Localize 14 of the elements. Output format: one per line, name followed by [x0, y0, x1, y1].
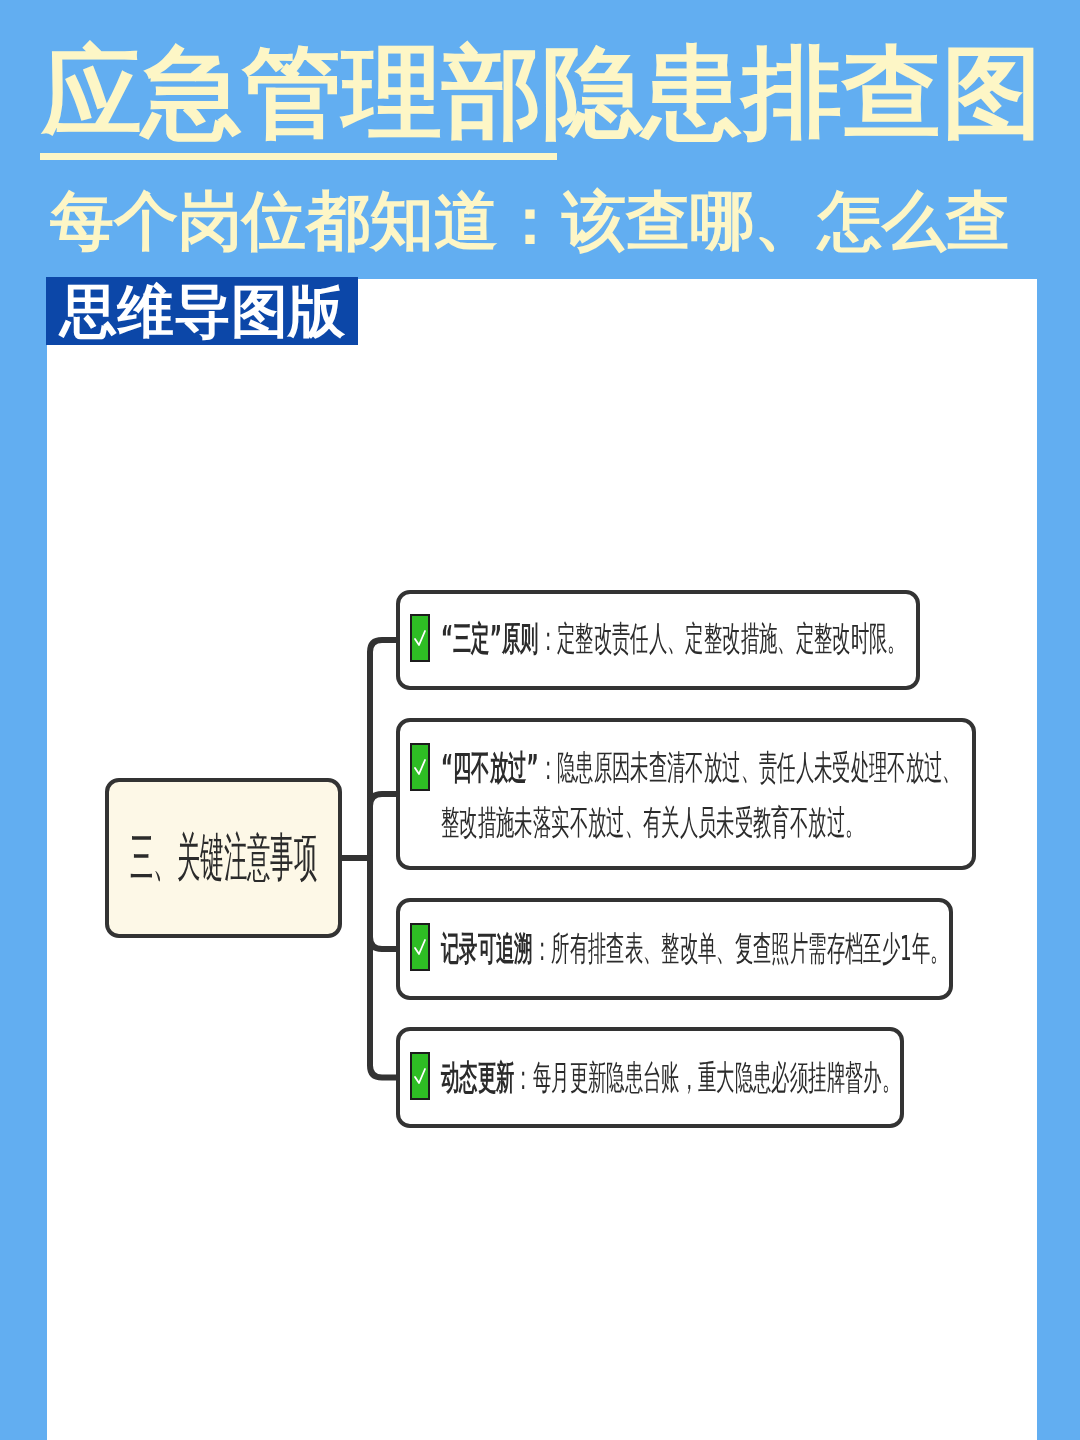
- connector-line: [342, 855, 396, 1081]
- subtitle: 每个岗位都知道：该查哪、怎么查: [50, 186, 1010, 256]
- note-box: [396, 718, 976, 870]
- note-box: [396, 590, 920, 690]
- note-box: [396, 898, 953, 1000]
- note-text: 记录可追溯：所有排查表、整改单、复查照片需存档至少1年。: [441, 927, 949, 970]
- topic-title: 三、关键注意事项: [129, 827, 318, 887]
- note-text: “三定”原则：定整改责任人、定整改措施、定整改时限。: [441, 617, 906, 660]
- note-box: [396, 1027, 904, 1128]
- note-text: 动态更新：每月更新隐患台账，重大隐患必须挂牌督办。: [441, 1056, 900, 1099]
- note-text: “四不放过”：隐患原因未查清不放过、责任人未受处理不放过、整改措施未落实不放过、有关人员未受教育不放过。: [441, 746, 962, 844]
- tag-label: 思维导图版: [46, 277, 358, 345]
- title: 应急管理部隐患排查图: [42, 38, 1042, 148]
- topic-box: [105, 778, 342, 938]
